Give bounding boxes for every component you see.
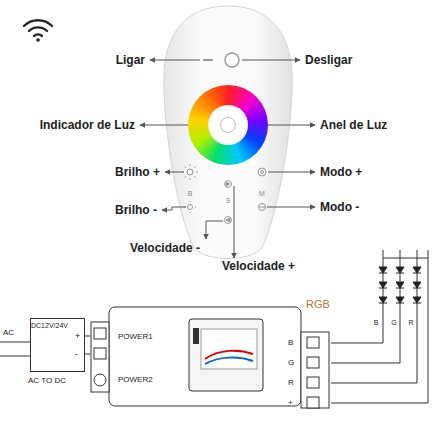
center-button (220, 117, 236, 133)
node-text: + (288, 398, 293, 408)
rgb-controller: POWER1POWER2 BGR + (90, 305, 332, 410)
button-label: Modo + (320, 165, 362, 179)
part-label: Anel de Luz (320, 118, 387, 132)
terminal-label: AC (3, 328, 14, 338)
led-diode (396, 282, 404, 288)
node-text: - (75, 349, 78, 360)
button-label: Ligar (116, 53, 145, 67)
wifi-icon (24, 20, 52, 42)
wire-label: G (390, 318, 397, 327)
wire-label: R (407, 318, 414, 327)
node-text: AC TO DC (28, 376, 66, 386)
off-button (203, 59, 213, 61)
button-letter: M (259, 189, 265, 198)
button-label: Velocidade - (130, 241, 200, 255)
led-diode (379, 297, 387, 303)
button-label: Modo - (320, 200, 359, 214)
button-letter: S (226, 196, 231, 205)
led-diode (413, 297, 421, 303)
node-text: B (288, 338, 293, 348)
remote-icons (182, 164, 266, 224)
on-button (225, 53, 239, 67)
button-letter: B (188, 189, 193, 198)
led-diode (413, 267, 421, 273)
rgb-wires (331, 250, 428, 403)
led-strip (379, 267, 421, 303)
power-supply-box: DC12V/24V+-AC TO DC (30, 318, 85, 372)
node-text: + (75, 331, 80, 342)
node-text: R (288, 378, 294, 388)
node-text: DC12V/24V (31, 321, 68, 330)
ac-wires (0, 342, 30, 356)
power-wire (85, 336, 90, 337)
heading-label: RGB (306, 298, 330, 311)
node-text: G (288, 358, 294, 368)
led-diode (379, 267, 387, 273)
leader-lines (140, 60, 315, 258)
button-label: Brilho - (115, 203, 157, 217)
node-text: POWER2 (118, 375, 153, 385)
controller-outline (89, 304, 331, 409)
led-diode (413, 282, 421, 288)
button-label: Desligar (305, 53, 352, 67)
part-label: Indicador de Luz (40, 118, 135, 132)
led-diode (379, 282, 387, 288)
node-text: POWER1 (118, 332, 153, 342)
wire-label: B (373, 318, 380, 327)
button-label: Brilho + (115, 165, 160, 179)
remote-body (164, 6, 293, 259)
button-label: Velocidade + (222, 259, 295, 273)
led-diode (396, 267, 404, 273)
power-wire (85, 354, 90, 355)
led-diode (396, 297, 404, 303)
